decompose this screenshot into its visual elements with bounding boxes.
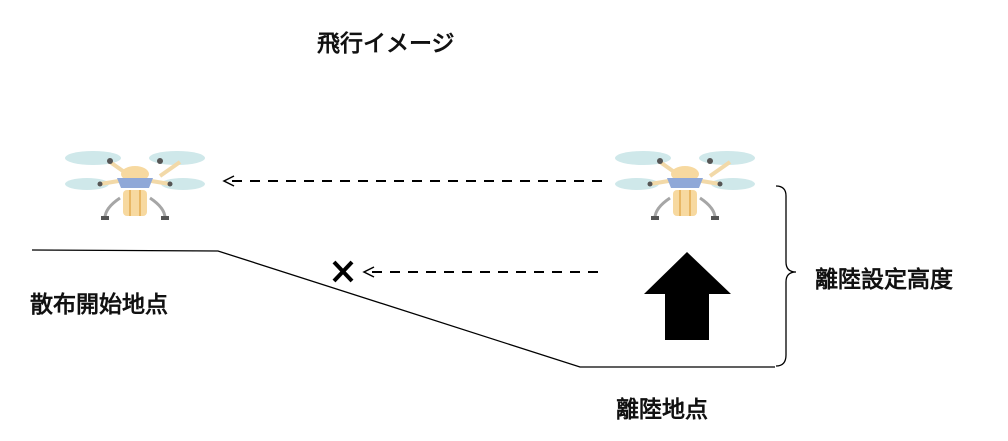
drone-icon-spray-start bbox=[63, 149, 207, 222]
up-arrow-icon bbox=[644, 252, 731, 340]
takeoff-altitude-label: 離陸設定高度 bbox=[815, 267, 953, 293]
altitude-bracket bbox=[775, 185, 797, 367]
takeoff-point-label: 離陸地点 bbox=[616, 397, 708, 423]
drone-icon-takeoff bbox=[613, 149, 757, 222]
blocked-path-arrow bbox=[362, 266, 605, 278]
cross-icon bbox=[332, 260, 354, 283]
flight-path-arrow bbox=[222, 175, 605, 187]
terrain-line bbox=[31, 249, 775, 368]
diagram-title: 飛行イメージ bbox=[317, 31, 455, 57]
spray-start-label: 散布開始地点 bbox=[30, 292, 168, 318]
